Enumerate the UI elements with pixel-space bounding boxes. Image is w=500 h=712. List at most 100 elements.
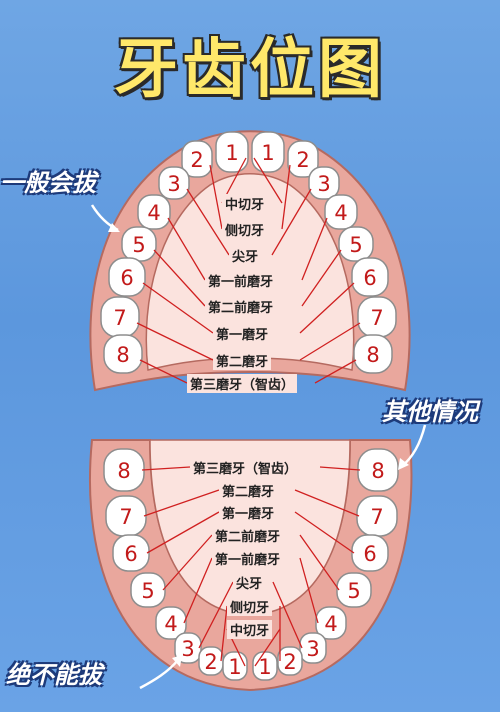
lower-right-tooth-4-number: 4 (324, 612, 337, 636)
upper-left-tooth-4: 4 (137, 194, 171, 230)
lower-left-leader-7 (143, 489, 220, 517)
upper-left-tooth-1-number: 1 (225, 141, 238, 165)
upper-right-leader-1 (253, 157, 283, 204)
lower-right-tooth-4: 4 (315, 606, 347, 640)
upper-right-leader-4 (301, 217, 328, 281)
lower-right-leader-3 (272, 581, 303, 649)
upper-left-tooth-2-number: 2 (190, 148, 203, 172)
lower-left-leader-8 (141, 466, 191, 471)
upper-right-tooth-7-number: 7 (370, 306, 383, 330)
upper-left-tooth-8-number: 8 (116, 343, 129, 367)
upper-left-tooth-8: 8 (103, 334, 143, 374)
upper-right-leader-3 (271, 188, 312, 256)
upper-right-tooth-2-number: 2 (296, 148, 309, 172)
lower-left-tooth-2: 2 (198, 646, 224, 676)
lower-right-tooth-2: 2 (277, 646, 303, 676)
upper-right-tooth-1-number: 1 (261, 141, 274, 165)
upper-left-leader-4 (167, 217, 206, 281)
lower-right-leader-6 (294, 511, 355, 554)
upper-left-tooth-5: 5 (121, 226, 157, 262)
upper-left-tooth-2: 2 (181, 140, 213, 178)
upper-left-leader-2 (209, 164, 223, 230)
note-never-extract: 绝不能拔 (6, 661, 102, 689)
upper-label-second-molar: 第二磨牙 (213, 351, 272, 370)
upper-left-tooth-1: 1 (215, 131, 249, 173)
upper-label-canine: 尖牙 (229, 246, 262, 265)
upper-right-tooth-5-number: 5 (349, 233, 362, 257)
upper-left-tooth-3: 3 (158, 166, 190, 200)
upper-right-leader-5 (301, 249, 342, 307)
lower-label-first-molar: 第一磨牙 (219, 503, 278, 522)
right-arrowhead (398, 458, 409, 470)
lower-right-tooth-2-number: 2 (283, 650, 296, 674)
upper-right-tooth-4: 4 (324, 194, 358, 230)
lower-right-tooth-8: 8 (357, 448, 399, 492)
lower-left-tooth-3-number: 3 (181, 637, 194, 661)
upper-label-lateral-incisor: 侧切牙 (222, 220, 268, 239)
lower-right-tooth-5: 5 (336, 572, 372, 608)
upper-right-tooth-8: 8 (353, 334, 393, 374)
upper-left-tooth-6-number: 6 (120, 266, 133, 290)
upper-right-tooth-7: 7 (357, 296, 397, 338)
lower-right-tooth-6: 6 (351, 534, 389, 572)
lower-right-tooth-7: 7 (356, 495, 398, 537)
upper-right-leader-8 (314, 359, 357, 384)
lower-right-tooth-3-number: 3 (306, 637, 319, 661)
upper-left-tooth-6: 6 (108, 257, 146, 297)
upper-left-tooth-7: 7 (100, 296, 140, 338)
upper-right-tooth-5: 5 (338, 226, 374, 262)
lower-left-tooth-8-number: 8 (117, 459, 130, 483)
page-title: 牙齿位图 (114, 33, 386, 107)
lower-right-leader-7 (294, 489, 360, 517)
lower-left-tooth-1: 1 (222, 651, 248, 681)
lower-left-leader-6 (146, 511, 220, 554)
lower-left-tooth-4: 4 (155, 606, 187, 640)
upper-left-tooth-7-number: 7 (113, 306, 126, 330)
upper-right-tooth-3: 3 (308, 166, 340, 200)
lower-left-leader-5 (162, 534, 213, 591)
upper-label-central-incisor: 中切牙 (222, 194, 268, 213)
lower-left-tooth-7-number: 7 (119, 505, 132, 529)
lower-left-tooth-2-number: 2 (204, 650, 217, 674)
lower-left-tooth-4-number: 4 (164, 612, 177, 636)
note-other-cases: 其他情况 (382, 398, 478, 426)
lower-left-arrowhead (172, 655, 182, 667)
lower-left-tooth-7: 7 (105, 495, 147, 537)
upper-left-leader-8 (139, 359, 188, 384)
lower-right-tooth-8-number: 8 (371, 459, 384, 483)
lower-right-tooth-1-number: 1 (258, 655, 271, 679)
lower-label-first-premolar: 第一前磨牙 (212, 549, 284, 568)
upper-right-leader-6 (299, 282, 355, 334)
upper-right-tooth-2: 2 (287, 140, 319, 178)
upper-right-tooth-8-number: 8 (366, 343, 379, 367)
note-usually-extract: 一般会拔 (0, 169, 96, 197)
lower-left-leader-4 (183, 557, 213, 624)
upper-left-leader-5 (153, 249, 206, 307)
upper-right-tooth-6-number: 6 (363, 266, 376, 290)
upper-label-second-premolar: 第二前磨牙 (205, 297, 277, 316)
upper-right-tooth-3-number: 3 (317, 172, 330, 196)
upper-right-tooth-1: 1 (251, 131, 285, 173)
lower-right-tooth-3: 3 (299, 632, 327, 664)
lower-right-tooth-5-number: 5 (347, 579, 360, 603)
upper-left-tooth-4-number: 4 (147, 201, 160, 225)
upper-left-leader-7 (136, 322, 214, 361)
lower-left-tooth-5-number: 5 (141, 579, 154, 603)
lower-label-third-molar: 第三磨牙（智齿） (190, 458, 301, 477)
lower-label-second-premolar: 第二前磨牙 (212, 526, 284, 545)
lower-left-tooth-1-number: 1 (228, 655, 241, 679)
lower-label-lateral-incisor: 侧切牙 (227, 597, 273, 616)
lower-right-leader-8 (319, 466, 361, 471)
upper-right-tooth-4-number: 4 (334, 201, 347, 225)
lower-label-canine: 尖牙 (233, 573, 266, 592)
lower-right-tooth-1: 1 (252, 651, 278, 681)
lower-right-tooth-7-number: 7 (370, 505, 383, 529)
upper-label-first-premolar: 第一前磨牙 (205, 271, 277, 290)
upper-right-leader-7 (299, 322, 361, 361)
lower-left-tooth-6: 6 (112, 534, 150, 572)
upper-label-third-molar: 第三磨牙（智齿） (187, 374, 298, 393)
upper-right-tooth-6: 6 (351, 257, 389, 297)
lower-label-second-molar: 第二磨牙 (219, 481, 278, 500)
upper-left-leader-6 (142, 282, 214, 334)
